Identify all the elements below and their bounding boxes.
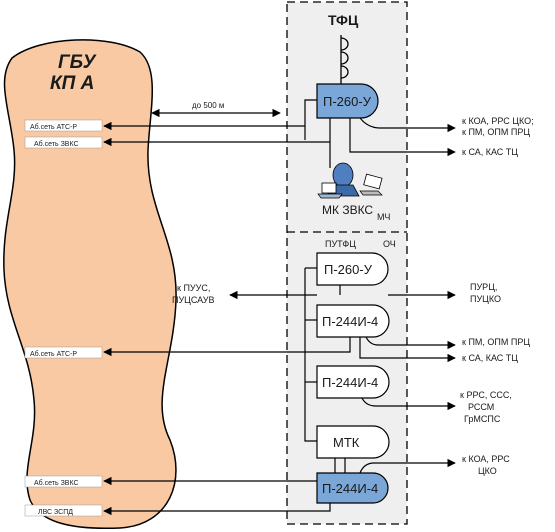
label-koa-top-2: к ПМ, ОПМ ПРЦ xyxy=(462,127,530,137)
svg-text:Аб.сеть ЗВКС: Аб.сеть ЗВКС xyxy=(34,140,79,148)
mk-zvks-label: МК ЗВКС xyxy=(322,203,373,217)
label-puus-1: к ПУУС, xyxy=(177,283,210,293)
label-ab-zvks-2: Аб.сеть ЗВКС xyxy=(24,475,103,488)
svg-text:Аб.сеть АТС-Р: Аб.сеть АТС-Р xyxy=(30,123,77,131)
label-ks-kas-2: к СА, КАС ТЦ xyxy=(462,353,518,363)
svg-text:П-260-У: П-260-У xyxy=(323,94,372,109)
gbu-title-line1: ГБУ xyxy=(58,52,98,73)
laptop-icon xyxy=(359,173,383,196)
mch-label: МЧ xyxy=(377,212,390,222)
video-conference-user-icon xyxy=(317,162,360,199)
label-ab-atsr-2: Аб.сеть АТС-Р xyxy=(24,346,103,359)
svg-text:МТК: МТК xyxy=(333,435,360,450)
block-mtk: МТК xyxy=(316,425,390,459)
svg-text:Аб.сеть АТС-Р: Аб.сеть АТС-Р xyxy=(30,350,77,358)
label-puus-2: ПУЦСАУВ xyxy=(172,295,214,305)
label-pm-opm: к ПМ, ОПМ ПРЦ xyxy=(462,337,530,347)
label-ks-kas-1: к СА, КАС ТЦ xyxy=(462,147,518,157)
label-lvs-zspd: ЛВС ЗСПД xyxy=(24,504,103,517)
coil-antenna-icon xyxy=(340,35,349,84)
block-p244i4-2: П-244И-4 xyxy=(316,365,390,399)
label-purts-1: ПУРЦ, xyxy=(470,282,497,292)
svg-text:П-244И-4: П-244И-4 xyxy=(322,314,378,329)
gbu-title-line2: КП А xyxy=(50,73,94,94)
block-p244i4-bottom: П-244И-4 xyxy=(316,472,389,504)
svg-text:П-244И-4: П-244И-4 xyxy=(322,481,378,496)
gbu-region-shape xyxy=(3,39,177,530)
tfc-title: ТФЦ xyxy=(328,12,359,28)
top-left-links xyxy=(103,108,330,147)
block-p244i4-1: П-244И-4 xyxy=(316,304,390,338)
label-purts-2: ПУЦКО xyxy=(470,294,501,304)
svg-text:Аб.сеть ЗВКС: Аб.сеть ЗВКС xyxy=(34,479,79,487)
label-koa-top-1: к КОА, РРС ЦКО; xyxy=(462,116,534,126)
svg-text:П-260-У: П-260-У xyxy=(324,262,373,277)
distance-label: до 500 м xyxy=(192,101,224,110)
putfc-label: ПУТФЦ xyxy=(325,239,356,249)
label-rrs-3: ГрМСПС xyxy=(464,414,501,424)
svg-text:П-244И-4: П-244И-4 xyxy=(322,375,378,390)
top-block-connectors xyxy=(304,99,456,168)
svg-text:ЛВС ЗСПД: ЛВС ЗСПД xyxy=(38,509,73,516)
block-p260u: П-260-У xyxy=(316,252,389,286)
label-rrs-1: к РРС, ССС, xyxy=(460,390,512,400)
lower-connectors xyxy=(103,267,456,516)
och-label: ОЧ xyxy=(383,239,396,249)
block-p260u-top: П-260-У xyxy=(316,83,379,119)
label-ab-atsr-1: Аб.сеть АТС-Р xyxy=(24,119,103,132)
label-ab-zvks-1: Аб.сеть ЗВКС xyxy=(24,136,103,149)
label-koa-bottom-2: ЦКО xyxy=(478,466,497,476)
label-rrs-2: РССМ xyxy=(468,402,494,412)
label-koa-bottom-1: к КОА, РРС xyxy=(462,454,510,464)
